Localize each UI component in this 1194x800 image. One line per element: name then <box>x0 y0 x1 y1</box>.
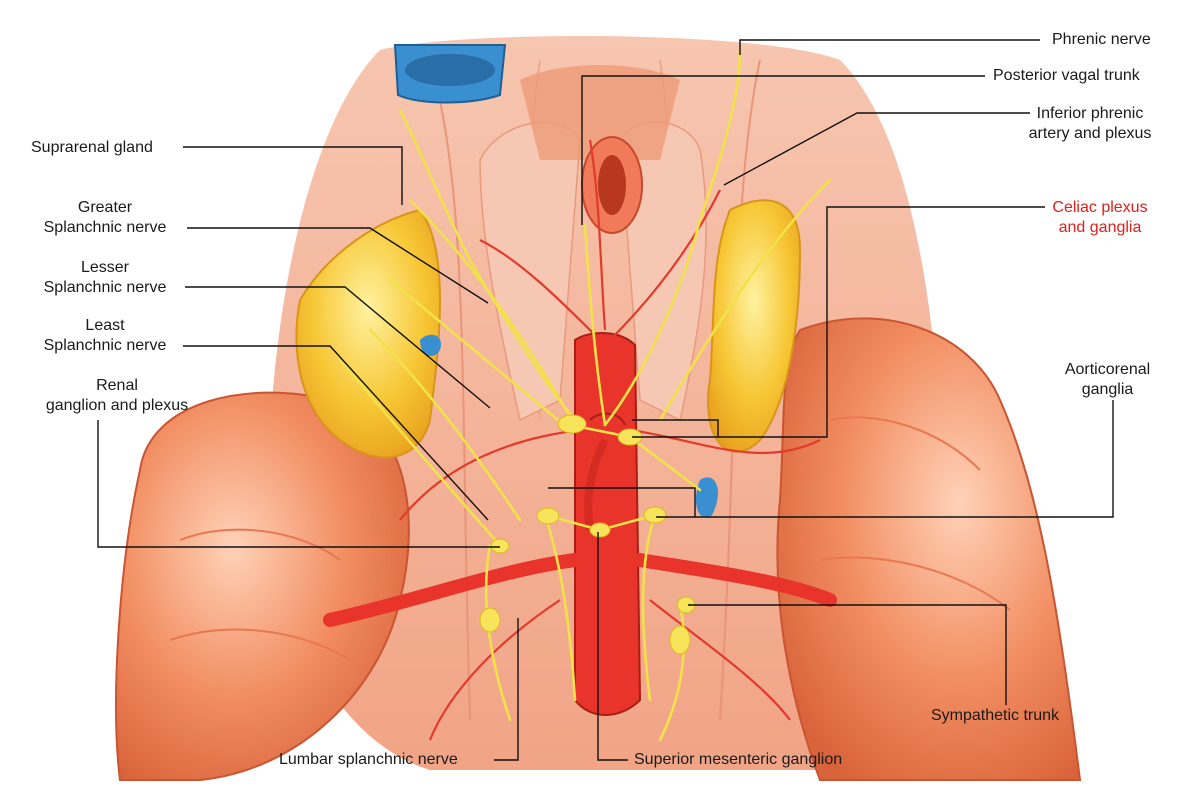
leader-aorticorenal-arm <box>548 487 696 517</box>
label-aorticorenal-ganglia: Aorticorenal ganglia <box>1050 360 1165 400</box>
label-least-line1: Least <box>85 317 125 334</box>
ganglia <box>479 414 696 655</box>
leader-superior-mesenteric <box>597 532 628 761</box>
leader-celiac <box>632 206 1045 438</box>
leader-phrenic <box>739 39 1040 55</box>
leader-suprarenal <box>183 146 403 205</box>
leader-greater <box>187 227 489 304</box>
label-superior-mesenteric-ganglion: Superior mesenteric ganglion <box>634 751 843 768</box>
leader-posterior-vagal <box>581 75 985 225</box>
label-greater-splanchnic: Greater Splanchnic nerve <box>30 198 180 238</box>
label-inferior-phrenic: Inferior phrenic artery and plexus <box>1005 104 1175 144</box>
leader-celiac-arm <box>632 419 719 437</box>
label-phrenic-nerve: Phrenic nerve <box>1052 31 1151 48</box>
label-aorticorenal-line1: Aorticorenal <box>1064 361 1151 378</box>
arterial-branches <box>399 139 821 741</box>
label-celiac-line2: and ganglia <box>1058 219 1142 236</box>
label-greater-line2: Splanchnic nerve <box>43 219 167 236</box>
label-lesser-line2: Splanchnic nerve <box>43 279 167 296</box>
label-suprarenal-gland: Suprarenal gland <box>31 139 153 156</box>
leader-least <box>183 345 489 521</box>
label-least-splanchnic: Least Splanchnic nerve <box>30 316 180 356</box>
label-greater-line1: Greater <box>77 199 133 216</box>
label-lesser-line1: Lesser <box>80 259 130 276</box>
label-renal-ganglion: Renal ganglion and plexus <box>22 376 212 416</box>
leader-renal <box>97 420 500 548</box>
leader-inferior-phrenic <box>723 112 1030 186</box>
leader-sympathetic <box>688 604 1007 705</box>
leader-lumbar <box>494 618 519 761</box>
label-inferior-phrenic-line1: Inferior phrenic <box>1036 105 1144 122</box>
label-renal-line1: Renal <box>96 377 138 394</box>
inferior-vena-cava <box>393 44 507 104</box>
label-celiac-plexus: Celiac plexus and ganglia <box>1050 198 1150 238</box>
right-kidney <box>776 317 1082 781</box>
label-celiac-line1: Celiac plexus <box>1052 199 1148 216</box>
renal-vein-stubs <box>420 334 719 518</box>
label-lesser-splanchnic: Lesser Splanchnic nerve <box>30 258 180 298</box>
label-least-line2: Splanchnic nerve <box>43 337 167 354</box>
label-posterior-vagal-trunk: Posterior vagal trunk <box>993 67 1140 84</box>
label-sympathetic-trunk: Sympathetic trunk <box>931 707 1060 724</box>
label-inferior-phrenic-line2: artery and plexus <box>1028 125 1152 142</box>
leader-lesser <box>185 286 491 409</box>
label-renal-line2: ganglion and plexus <box>45 397 189 414</box>
label-aorticorenal-line2: ganglia <box>1081 381 1134 398</box>
leader-lines <box>97 39 1114 761</box>
leader-aorticorenal <box>656 400 1114 518</box>
left-kidney <box>115 391 410 781</box>
label-lumbar-splanchnic-nerve: Lumbar splanchnic nerve <box>279 751 458 768</box>
right-suprarenal-gland <box>707 199 802 453</box>
left-suprarenal-gland <box>295 208 441 459</box>
